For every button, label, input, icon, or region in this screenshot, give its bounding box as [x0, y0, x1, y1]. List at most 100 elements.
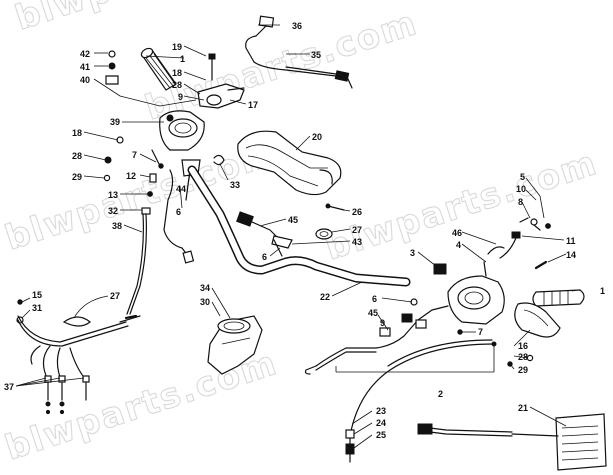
label-23: 23: [376, 406, 386, 416]
part-42-screw[interactable]: [108, 50, 116, 58]
label-12: 12: [126, 171, 136, 181]
part-5-bolt[interactable]: [519, 217, 529, 223]
part-32-fitting[interactable]: [141, 207, 151, 215]
label-25: 25: [376, 430, 386, 440]
label-1-left: 1: [180, 54, 185, 64]
label-24: 24: [376, 418, 386, 428]
label-26: 26: [352, 207, 362, 217]
part-2-assembly-bracket[interactable]: [335, 342, 495, 373]
label-1-right: 1: [600, 286, 605, 296]
part-11-switch-lead[interactable]: [499, 231, 521, 259]
part-25-cable-end[interactable]: [345, 443, 355, 455]
label-9-right: 9: [380, 318, 385, 328]
label-7-right: 7: [478, 327, 483, 337]
label-21: 21: [518, 403, 528, 413]
part-1-left-grip[interactable]: [140, 47, 177, 91]
label-15: 15: [32, 290, 42, 300]
label-6-center: 6: [262, 252, 267, 262]
part-13-screw[interactable]: [147, 191, 153, 197]
part-22-handlebar[interactable]: [187, 165, 411, 287]
part-17-throttle-block[interactable]: [197, 83, 245, 109]
label-32: 32: [108, 206, 118, 216]
label-41: 41: [80, 62, 90, 72]
label-8: 8: [518, 197, 523, 207]
label-18-top: 18: [172, 68, 182, 78]
part-19-bolt[interactable]: [208, 53, 216, 81]
label-19: 19: [172, 42, 182, 52]
leader-lines: [15, 24, 579, 449]
part-10-washer[interactable]: [545, 223, 551, 229]
label-9-top: 9: [178, 92, 183, 102]
part-27-cable-boot[interactable]: [62, 316, 91, 327]
part-38-throttle-cable[interactable]: [126, 213, 147, 315]
label-45-center: 45: [288, 215, 298, 225]
label-40: 40: [80, 75, 90, 85]
part-7-screw[interactable]: [151, 149, 164, 169]
label-28-left: 28: [72, 151, 82, 161]
label-5: 5: [520, 172, 525, 182]
part-29-screw[interactable]: [103, 174, 111, 182]
label-18-left: 18: [72, 128, 82, 138]
part-6-wire-lead[interactable]: [163, 169, 195, 264]
label-27-left: 27: [110, 291, 120, 301]
part-45-right-harness[interactable]: [304, 305, 449, 375]
part-12-switch[interactable]: [149, 173, 157, 183]
part-26-screw[interactable]: [325, 203, 345, 211]
part-21-grip-heater[interactable]: [417, 413, 607, 471]
part-33-clip[interactable]: [213, 154, 225, 166]
part-6-wire-center[interactable]: [273, 239, 283, 257]
part-16-throttle-lever[interactable]: [514, 302, 561, 338]
part-41-washer[interactable]: [108, 62, 116, 70]
label-43: 43: [352, 237, 362, 247]
part-46-right-housing[interactable]: [447, 246, 505, 325]
label-17: 17: [248, 100, 258, 110]
part-39-left-housing[interactable]: [159, 110, 205, 151]
part-36-connector[interactable]: [245, 15, 275, 63]
part-24-cable-ferrule[interactable]: [345, 429, 355, 439]
part-14-stud[interactable]: [534, 260, 548, 270]
label-30: 30: [200, 297, 210, 307]
label-34: 34: [200, 283, 210, 293]
label-6-right: 6: [372, 294, 377, 304]
part-20-hand-guard[interactable]: [237, 130, 342, 196]
label-37: 37: [4, 382, 14, 392]
label-3: 3: [410, 248, 415, 258]
label-27-center: 27: [352, 225, 362, 235]
part-37-cable-bundle[interactable]: [17, 314, 141, 415]
part-28-washer-right[interactable]: [526, 354, 534, 362]
watermark-text: blwparts.com: [10, 0, 292, 39]
part-7-screw-right[interactable]: [457, 329, 463, 335]
part-1-right-grip[interactable]: [532, 289, 585, 307]
label-46: 46: [452, 228, 462, 238]
label-29-right: 29: [518, 365, 528, 375]
part-8-screw[interactable]: [530, 218, 541, 231]
label-11: 11: [566, 236, 576, 246]
label-31: 31: [32, 303, 42, 313]
part-27-grommet[interactable]: [315, 228, 333, 240]
part-23-throttle-cable[interactable]: [349, 339, 497, 463]
label-28-right: 28: [518, 352, 528, 362]
part-40-end-cap[interactable]: [105, 75, 119, 85]
label-7-left: 7: [132, 150, 137, 160]
part-34-mounting-bracket[interactable]: [207, 315, 263, 375]
label-39: 39: [110, 117, 120, 127]
label-38: 38: [112, 221, 122, 231]
label-36: 36: [292, 21, 302, 31]
label-2: 2: [438, 389, 443, 399]
part-15-screw[interactable]: [17, 299, 23, 305]
part-9-connector[interactable]: [415, 319, 427, 329]
part-35-wire-harness[interactable]: [253, 61, 353, 89]
label-45-right: 45: [368, 308, 378, 318]
label-10: 10: [516, 184, 526, 194]
label-22: 22: [320, 292, 330, 302]
label-29-left: 29: [72, 172, 82, 182]
label-16: 16: [518, 341, 528, 351]
label-6-left: 6: [176, 207, 181, 217]
label-42: 42: [80, 49, 90, 59]
part-labels: 36 35 42 41 40 19 1 18 28 9 17 39 20 18 …: [4, 21, 605, 440]
label-20: 20: [312, 132, 322, 142]
part-3-kill-switch[interactable]: [433, 263, 447, 275]
label-28-top: 28: [172, 80, 182, 90]
